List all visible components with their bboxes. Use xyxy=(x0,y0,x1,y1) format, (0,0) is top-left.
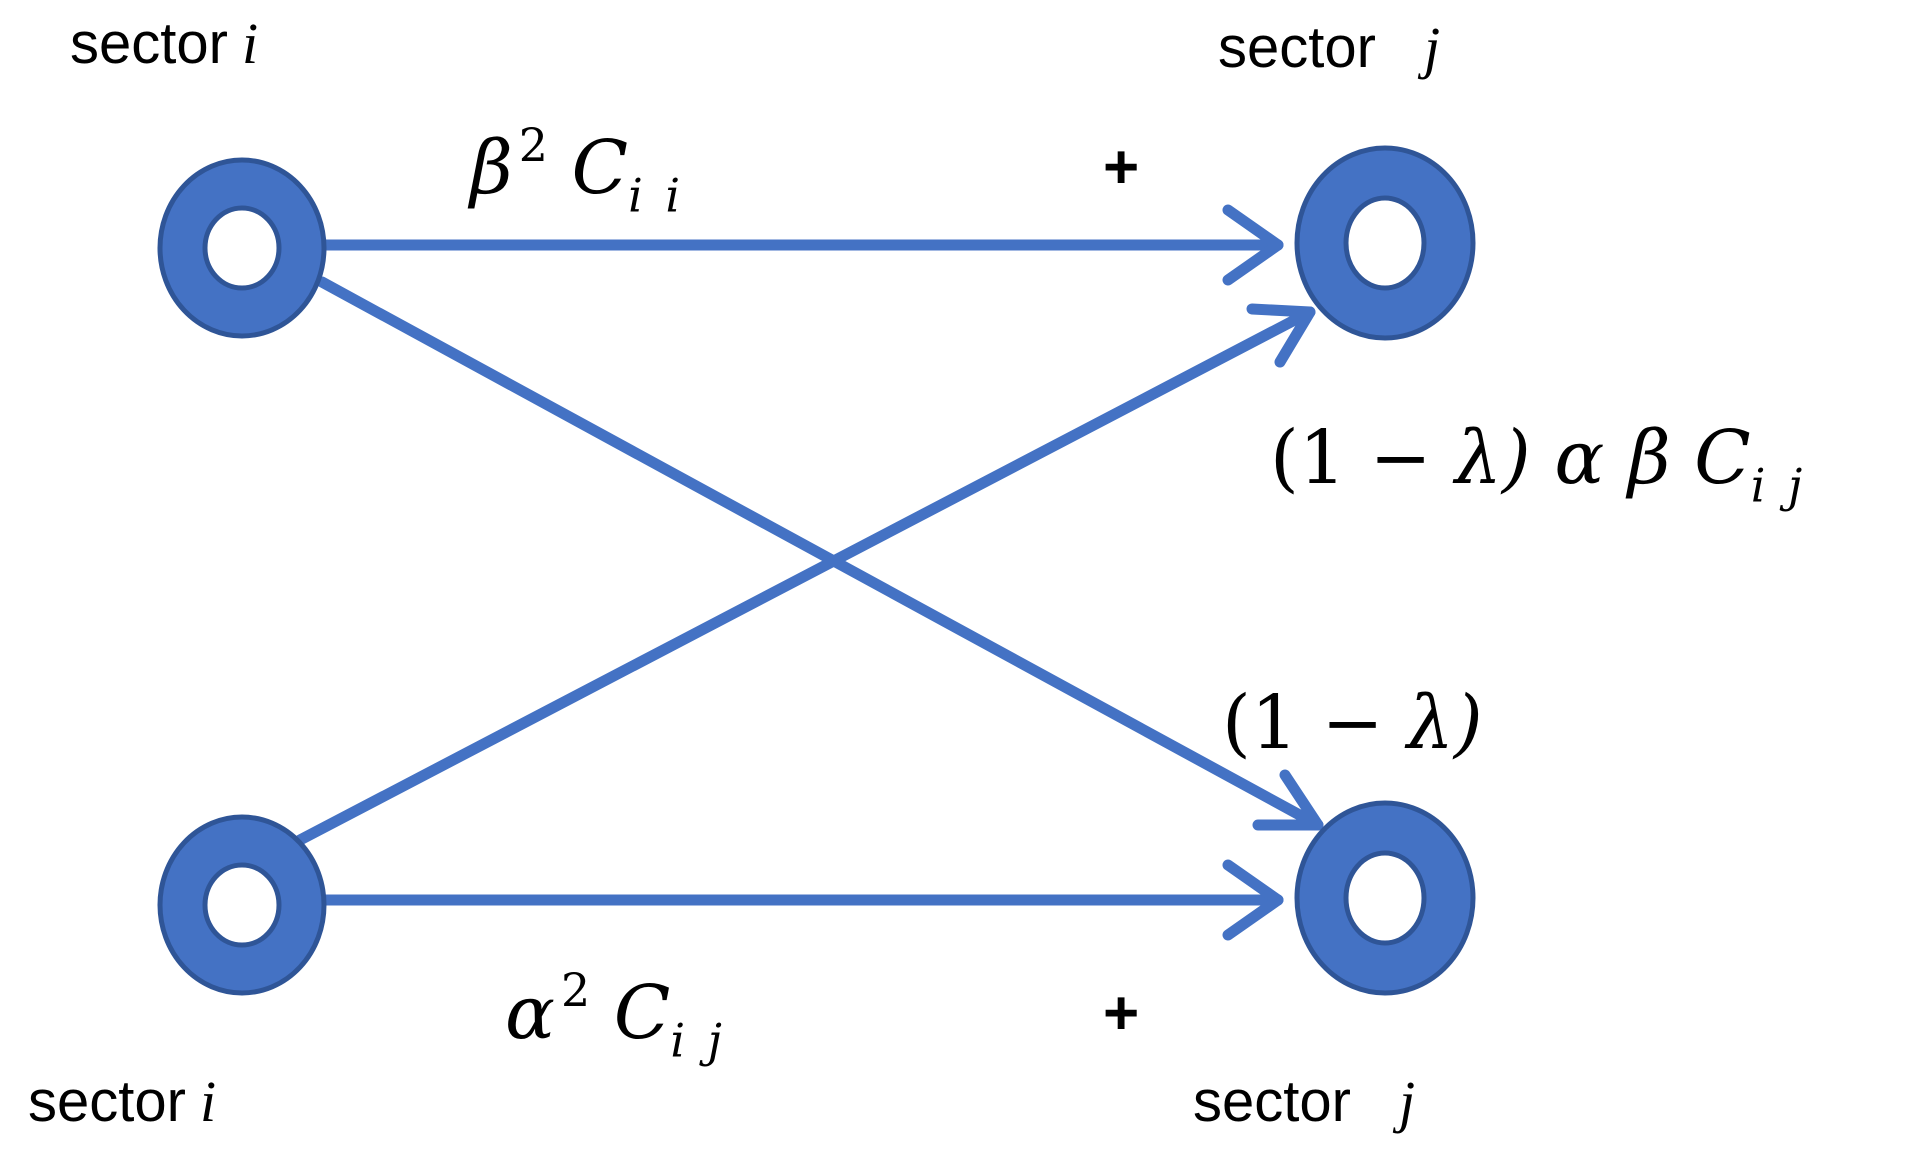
edge-cross-down xyxy=(316,276,1324,831)
factor-open: (1 xyxy=(1270,415,1346,501)
plus-sign-bottom: + xyxy=(1103,979,1140,1048)
power: 2 xyxy=(518,117,548,172)
node-top-left xyxy=(157,157,327,339)
arrowhead-bottom-horizontal xyxy=(1222,859,1284,941)
coef: β xyxy=(470,125,513,211)
node-top-right xyxy=(1294,145,1476,341)
subscript: i j xyxy=(670,1013,726,1068)
arrowhead-cross-down xyxy=(1252,769,1324,831)
coef: α xyxy=(505,970,555,1056)
sector-index: j xyxy=(1423,15,1441,80)
subscript: i j xyxy=(1750,458,1807,513)
symbol: C xyxy=(1694,415,1751,501)
arrowhead-cross-up xyxy=(1246,303,1316,368)
node-bottom-left xyxy=(157,814,327,996)
sector-word: sector xyxy=(70,11,228,76)
subscript: i i xyxy=(628,168,685,223)
edge-label-cross-lower: (1 − λ) xyxy=(1222,680,1483,766)
node-bottom-right xyxy=(1294,800,1476,996)
symbol: C xyxy=(571,125,629,211)
arrowhead-top-horizontal xyxy=(1222,204,1284,286)
minus-sign: − xyxy=(1321,680,1384,766)
lambda: λ) xyxy=(1407,680,1483,766)
sector-word: sector xyxy=(1193,1069,1351,1134)
factor-open: (1 xyxy=(1222,680,1298,766)
edge-label-cross-upper: (1 − λ) α β Ci j xyxy=(1270,415,1806,508)
minus-sign: − xyxy=(1369,415,1432,501)
sector-word: sector xyxy=(28,1069,186,1134)
power: 2 xyxy=(560,962,591,1017)
sector-index: i xyxy=(199,1069,217,1134)
plus-sign-top: + xyxy=(1103,133,1140,202)
sector-word: sector xyxy=(1218,15,1376,80)
sector-index: j xyxy=(1398,1069,1416,1134)
coef: α β xyxy=(1554,415,1671,501)
lambda: λ) xyxy=(1455,415,1531,501)
sector-index: i xyxy=(241,11,259,76)
symbol: C xyxy=(613,970,671,1056)
edge-cross-up xyxy=(294,306,1316,846)
